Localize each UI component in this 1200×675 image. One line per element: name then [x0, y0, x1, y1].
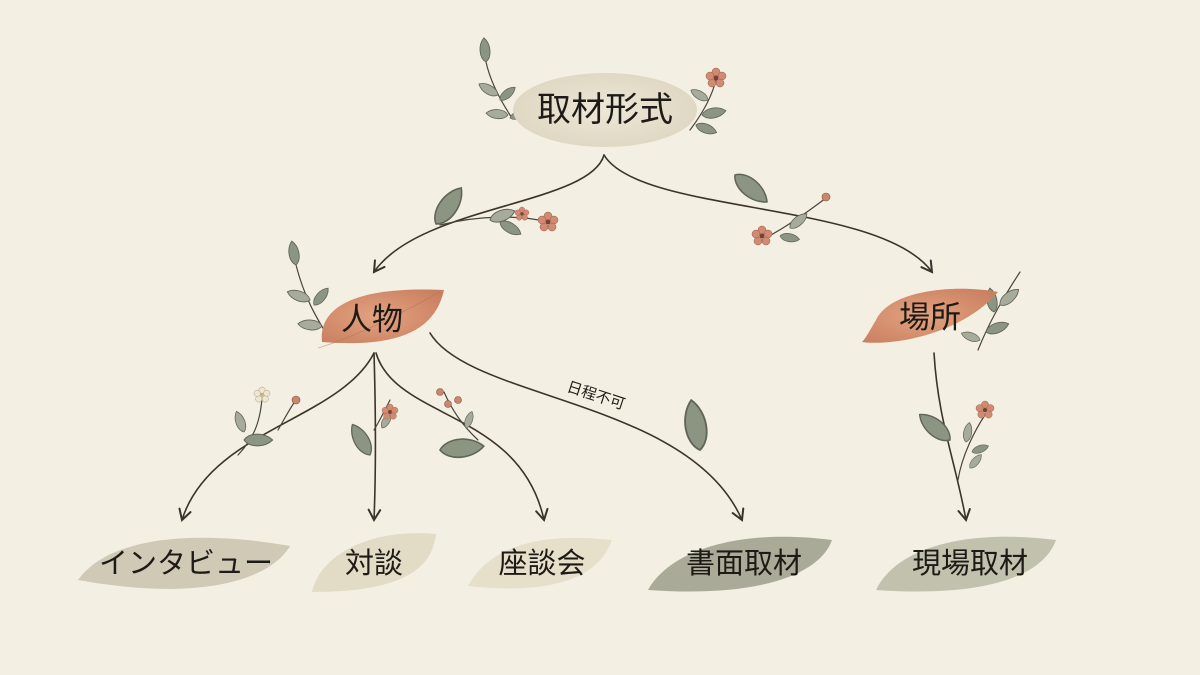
berry-icon	[436, 388, 444, 396]
node-root-label: 取材形式	[537, 90, 673, 130]
berry-icon	[291, 395, 301, 405]
flower-decorations	[253, 67, 995, 420]
node-leaf-zadankai: 座談会	[468, 537, 612, 589]
edge-root-place	[603, 154, 934, 274]
node-taidan-shape	[312, 533, 436, 592]
node-genba-shape	[876, 536, 1056, 592]
flower-icon	[381, 403, 399, 420]
nodes: 取材形式 人物 場所 インタビュー 対談 座談会 書面取材	[78, 73, 1056, 592]
node-root: 取材形式	[513, 73, 697, 147]
flower-icon	[253, 386, 271, 403]
edge-label-group: 日程不可	[565, 378, 628, 414]
node-zadankai-shape	[468, 537, 612, 589]
flower-icon	[751, 225, 773, 246]
node-interview-label: インタビュー	[99, 546, 273, 580]
flower-icon	[537, 211, 559, 232]
berry-icon	[821, 192, 831, 202]
node-genba-label: 現場取材	[912, 546, 1028, 580]
flower-icon	[975, 400, 995, 419]
node-person-shape	[321, 289, 444, 344]
node-taidan-label: 対談	[345, 546, 403, 580]
berry-icon	[454, 396, 462, 404]
node-interview-shape	[78, 537, 290, 589]
edge-person-shomen	[429, 332, 745, 522]
edges	[178, 154, 971, 523]
edge-root-person	[372, 154, 605, 274]
node-branch-place: 場所	[862, 288, 998, 343]
flower-icon	[514, 206, 530, 221]
node-shomen-label: 書面取材	[686, 546, 802, 580]
node-leaf-taidan: 対談	[312, 533, 436, 592]
node-leaf-genba: 現場取材	[876, 536, 1056, 592]
node-branch-person: 人物	[317, 289, 444, 349]
edge-person-zadankai	[375, 352, 549, 522]
node-zadankai-label: 座談会	[498, 546, 585, 580]
node-leaf-shomen: 書面取材	[648, 536, 832, 592]
berry-icon	[444, 400, 452, 408]
node-person-label: 人物	[341, 302, 403, 338]
node-place-shape	[862, 288, 998, 343]
edge-label-nittei-fuka: 日程不可	[565, 378, 628, 414]
node-shomen-shape	[648, 536, 832, 592]
edge-person-interview	[178, 352, 375, 522]
node-place-label: 場所	[899, 300, 961, 336]
edge-person-taidan	[367, 352, 382, 523]
flower-icon	[705, 67, 727, 88]
node-leaf-interview: インタビュー	[78, 537, 290, 589]
node-root-shape	[513, 73, 697, 147]
